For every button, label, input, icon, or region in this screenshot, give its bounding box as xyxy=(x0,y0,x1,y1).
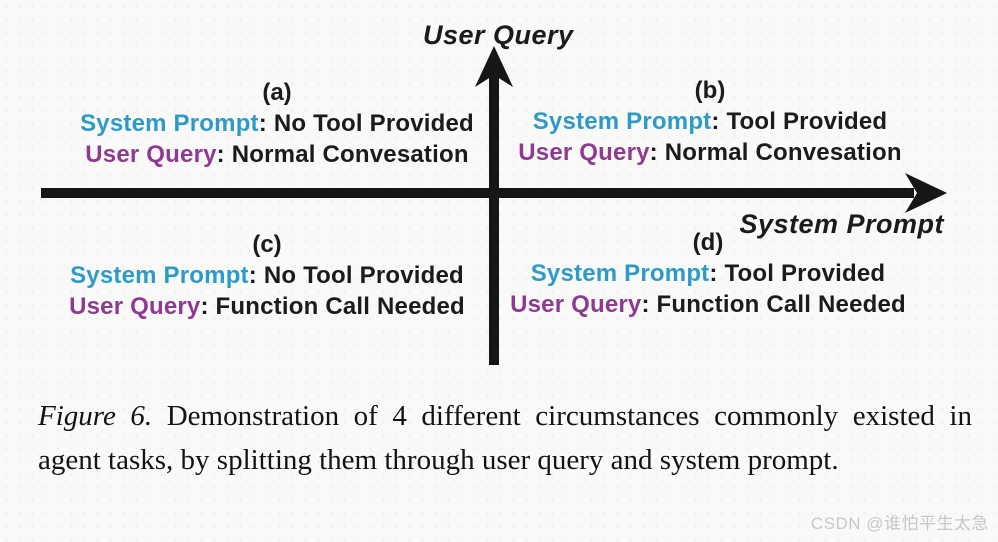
system-prompt-key: System Prompt xyxy=(532,108,712,135)
system-prompt-value: No Tool Provided xyxy=(263,262,464,289)
user-query-key: User Query xyxy=(85,141,217,168)
system-prompt-key: System Prompt xyxy=(70,262,249,289)
colon: : xyxy=(709,260,725,287)
user-query-value: Function Call Needed xyxy=(656,291,906,318)
colon: : xyxy=(258,110,274,137)
colon: : xyxy=(711,108,727,135)
system-prompt-key: System Prompt xyxy=(530,260,710,287)
quadrant-d: (d) System Prompt: Tool Provided User Qu… xyxy=(483,228,933,320)
colon: : xyxy=(248,262,264,289)
colon: : xyxy=(216,141,232,168)
figure-caption-label: Figure 6. xyxy=(38,400,153,432)
system-prompt-value: No Tool Provided xyxy=(273,110,474,137)
system-prompt-key: System Prompt xyxy=(80,110,259,137)
quadrant-a: (a) System Prompt: No Tool Provided User… xyxy=(52,78,502,170)
system-prompt-value: Tool Provided xyxy=(724,260,886,287)
user-query-key: User Query xyxy=(518,139,650,166)
x-axis-arrowhead xyxy=(905,173,947,213)
quadrant-a-label: (a) xyxy=(262,79,292,106)
y-axis-label: User Query xyxy=(423,20,574,50)
quadrant-d-system-prompt-row: System Prompt: Tool Provided xyxy=(483,258,933,289)
user-query-key: User Query xyxy=(69,293,201,320)
quadrant-b-label: (b) xyxy=(694,77,726,104)
quadrant-c-label: (c) xyxy=(252,231,282,258)
user-query-value: Function Call Needed xyxy=(215,293,465,320)
user-query-key: User Query xyxy=(510,291,642,318)
quadrant-d-user-query-row: User Query: Function Call Needed xyxy=(483,289,933,320)
csdn-watermark: CSDN @谁怕平生太急 xyxy=(810,514,989,533)
colon: : xyxy=(200,293,216,320)
quadrant-a-user-query-row: User Query: Normal Convesation xyxy=(52,139,502,170)
user-query-value: Normal Convesation xyxy=(664,139,902,166)
colon: : xyxy=(649,139,665,166)
colon: : xyxy=(641,291,657,318)
quadrant-c-system-prompt-row: System Prompt: No Tool Provided xyxy=(42,260,492,291)
figure-caption: Figure 6. Demonstration of 4 different c… xyxy=(38,394,972,482)
quadrant-d-label: (d) xyxy=(692,229,724,256)
quadrant-b-user-query-row: User Query: Normal Convesation xyxy=(485,137,935,168)
user-query-value: Normal Convesation xyxy=(231,141,469,168)
x-axis-label: System Prompt xyxy=(739,209,944,239)
quadrant-c: (c) System Prompt: No Tool Provided User… xyxy=(42,230,492,322)
figure-caption-text: Demonstration of 4 different circumstanc… xyxy=(38,400,972,476)
quadrant-c-user-query-row: User Query: Function Call Needed xyxy=(42,291,492,322)
quadrant-a-system-prompt-row: System Prompt: No Tool Provided xyxy=(52,108,502,139)
quadrant-b-system-prompt-row: System Prompt: Tool Provided xyxy=(485,106,935,137)
quadrant-b: (b) System Prompt: Tool Provided User Qu… xyxy=(485,76,935,168)
system-prompt-value: Tool Provided xyxy=(726,108,888,135)
